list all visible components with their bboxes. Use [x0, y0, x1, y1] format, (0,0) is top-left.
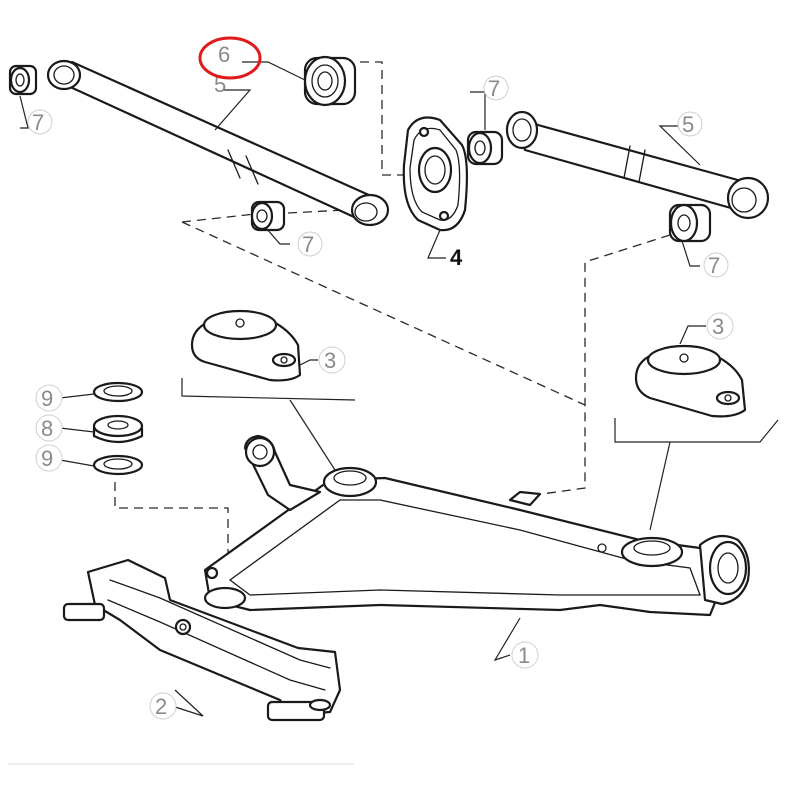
badge-3-a — [318, 346, 346, 374]
highlight-circle — [198, 36, 262, 80]
crossmember-2 — [62, 558, 342, 722]
label-part-8: 8 — [41, 416, 53, 441]
label-part-7-b: 7 — [302, 232, 314, 257]
label-part-6: 6 — [218, 42, 230, 67]
label-part-2: 2 — [155, 694, 167, 719]
bushing-7-lower-right — [668, 203, 712, 243]
badge-8 — [35, 414, 63, 442]
badge-9-b — [35, 444, 63, 472]
bushing-7-lower-left — [250, 200, 286, 232]
label-part-3-right: 3 — [712, 314, 724, 339]
rubber-bush-8 — [92, 414, 144, 444]
label-part-9-lower: 9 — [41, 446, 53, 471]
label-part-7-c: 7 — [488, 76, 500, 101]
badge-1 — [511, 641, 539, 669]
label-part-7-d: 7 — [708, 253, 720, 278]
link-rod-right — [505, 110, 770, 220]
top-mount-3-left — [190, 309, 302, 382]
label-part-5-right: 5 — [682, 112, 694, 137]
badge-7-d — [703, 252, 729, 278]
link-rod-left — [46, 59, 390, 227]
bushing-7-top-left — [8, 64, 38, 96]
washer-9-upper — [92, 381, 144, 403]
label-part-9-upper: 9 — [41, 386, 53, 411]
badge-7-a — [27, 109, 53, 135]
bushing-7-top-right — [466, 130, 504, 166]
label-part-3-left: 3 — [324, 348, 336, 373]
badge-5-b — [677, 111, 703, 137]
mounting-plate-4 — [402, 116, 468, 232]
badge-7-b — [297, 231, 323, 257]
washer-9-lower — [92, 454, 144, 476]
badge-3-b — [706, 312, 734, 340]
badge-7-c — [483, 75, 509, 101]
label-part-7-a: 7 — [32, 110, 44, 135]
top-mount-3-right — [634, 344, 747, 418]
label-part-4: 4 — [450, 245, 463, 270]
a-frame-arm-1 — [203, 434, 750, 617]
badge-9-a — [35, 384, 63, 412]
bushing-6 — [303, 55, 357, 107]
badge-2 — [149, 692, 177, 720]
label-part-1: 1 — [518, 643, 530, 668]
leader-lines — [19, 61, 779, 717]
part-labels: 6 5 7 7 7 7 5 4 3 3 9 8 9 1 2 — [27, 42, 734, 720]
